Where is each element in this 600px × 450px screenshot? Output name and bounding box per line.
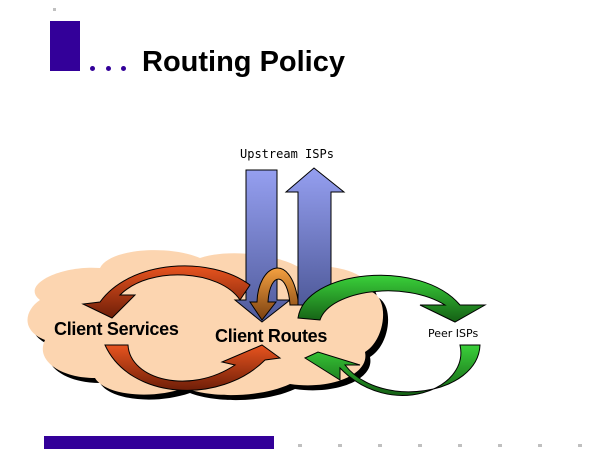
label-peer-isps: Peer ISPs <box>428 327 479 340</box>
label-upstream-isps: Upstream ISPs <box>240 147 334 161</box>
title-bullet-dot <box>121 66 126 71</box>
arrow-green-to-routes <box>303 344 481 396</box>
label-client-services: Client Services <box>54 319 179 339</box>
arrow-orange-loop <box>249 267 299 321</box>
arrow-red-to-routes <box>104 344 282 391</box>
footer-dot <box>538 444 542 447</box>
footer-dot <box>498 444 502 447</box>
title-accent-bar <box>50 21 80 71</box>
decorative-dot <box>53 8 56 11</box>
footer-dot <box>578 444 582 447</box>
arrow-red-to-services <box>81 265 251 319</box>
slide-title: Routing Policy <box>142 46 345 78</box>
label-client-routes: Client Routes <box>215 326 328 346</box>
footer-dot <box>338 444 342 447</box>
title-bullet-dot <box>106 66 111 71</box>
footer-dot <box>378 444 382 447</box>
footer-accent-bar <box>44 436 274 449</box>
title-bullet-dot <box>90 66 95 71</box>
footer-dot <box>298 444 302 447</box>
footer-dot <box>458 444 462 447</box>
footer-dot <box>418 444 422 447</box>
arrow-green-to-peer <box>297 274 487 323</box>
